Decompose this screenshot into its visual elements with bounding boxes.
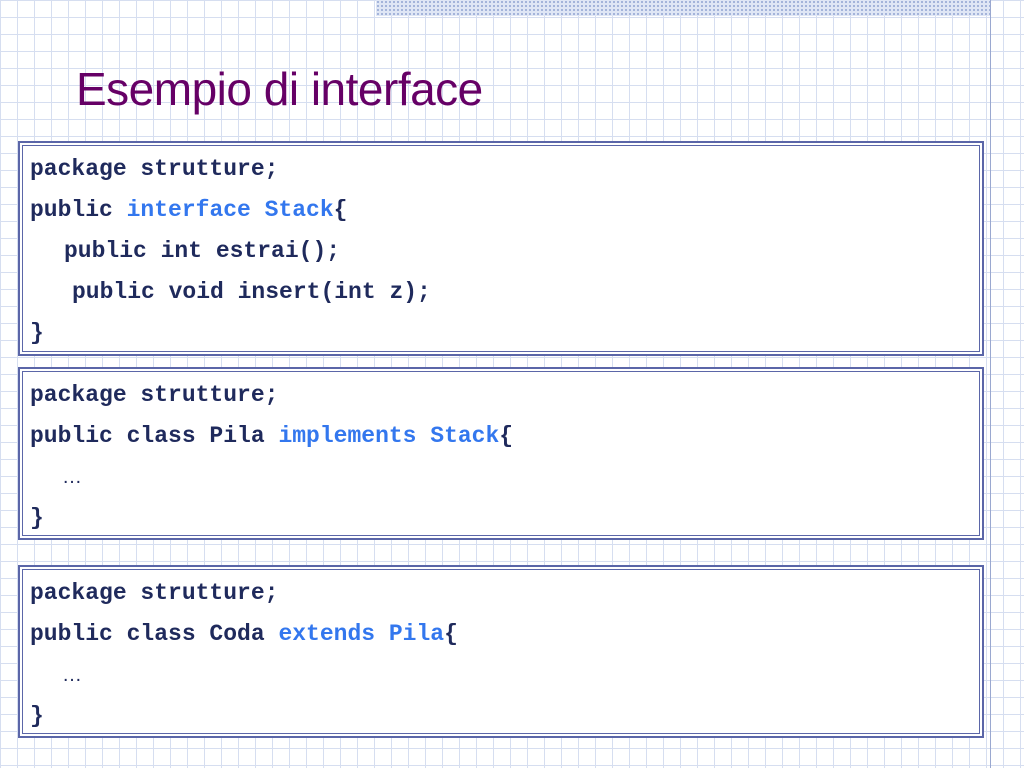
code-keyword: interface Stack <box>126 197 334 223</box>
code-line: public class Pila implements Stack{ <box>30 423 514 449</box>
code-line: package strutture; <box>30 382 279 408</box>
code-line: } <box>30 703 44 729</box>
code-block-pila-class: package strutture; public class Pila imp… <box>18 367 984 540</box>
code-block-coda-class: package strutture; public class Coda ext… <box>18 565 984 738</box>
code-line: … <box>62 466 82 488</box>
code-line: … <box>62 664 82 686</box>
code-line: package strutture; <box>30 156 279 182</box>
code-line: package strutture; <box>30 580 279 606</box>
code-line: public void insert(int z); <box>72 279 431 305</box>
code-keyword: implements Stack <box>278 423 500 449</box>
code-line: } <box>30 505 44 531</box>
code-line: public class Coda extends Pila{ <box>30 621 458 647</box>
code-block-stack-interface: package strutture; public interface Stac… <box>18 141 984 356</box>
code-line: public interface Stack{ <box>30 197 348 223</box>
code-line: } <box>30 320 44 346</box>
top-decorative-band <box>376 0 990 16</box>
right-decorative-line <box>990 0 991 768</box>
code-keyword: extends Pila <box>278 621 445 647</box>
slide-title: Esempio di interface <box>76 63 483 115</box>
code-line: public int estrai(); <box>64 238 341 264</box>
